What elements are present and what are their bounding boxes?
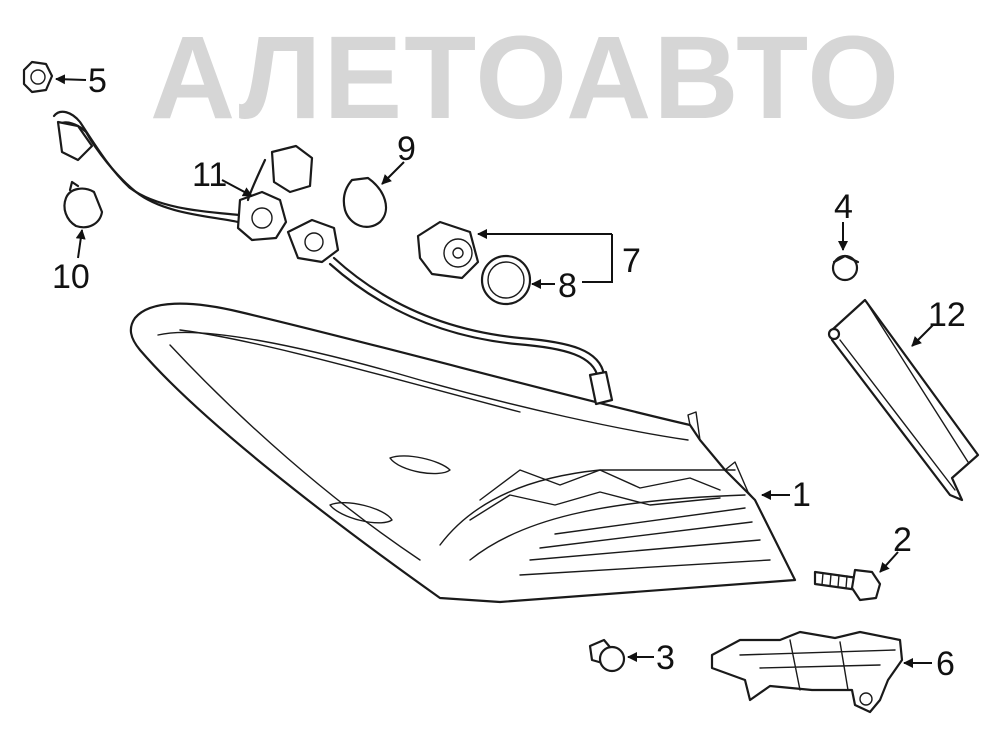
callout-10: 10 xyxy=(52,258,90,296)
callout-6: 6 xyxy=(936,645,955,683)
bulb-10 xyxy=(63,180,104,229)
wiring-harness xyxy=(52,110,614,406)
clip xyxy=(588,638,626,673)
callout-11: 11 xyxy=(192,156,227,194)
bulb-socket xyxy=(416,220,480,280)
callout-leaders xyxy=(55,74,935,668)
tail-lamp-assembly xyxy=(129,302,797,604)
bracket xyxy=(710,630,904,714)
leader-9 xyxy=(381,161,405,185)
leader-2 xyxy=(879,551,899,573)
push-clip xyxy=(831,254,860,282)
bolt xyxy=(813,568,882,602)
leader-10 xyxy=(75,229,86,259)
callout-9: 9 xyxy=(397,130,416,168)
leader-7 xyxy=(582,234,613,283)
callout-12: 12 xyxy=(928,296,966,334)
leader-5 xyxy=(55,74,87,85)
callout-8: 8 xyxy=(558,267,577,305)
callout-2: 2 xyxy=(893,521,912,559)
watermark: АЛЕТОАВТО xyxy=(150,12,901,144)
gasket xyxy=(480,254,532,306)
garnish xyxy=(827,298,980,502)
bulb-9 xyxy=(342,176,388,228)
callout-7: 7 xyxy=(622,242,641,280)
callout-3: 3 xyxy=(656,639,675,677)
nut xyxy=(22,60,54,94)
watermark-text: АЛЕТОАВТО xyxy=(150,12,901,144)
callout-labels: 1 2 3 4 5 6 7 8 9 10 11 12 xyxy=(52,62,966,683)
callout-5: 5 xyxy=(88,62,107,100)
callout-4: 4 xyxy=(834,188,853,226)
leader-11 xyxy=(221,179,253,197)
callout-1: 1 xyxy=(792,476,811,514)
leader-12 xyxy=(911,323,935,347)
